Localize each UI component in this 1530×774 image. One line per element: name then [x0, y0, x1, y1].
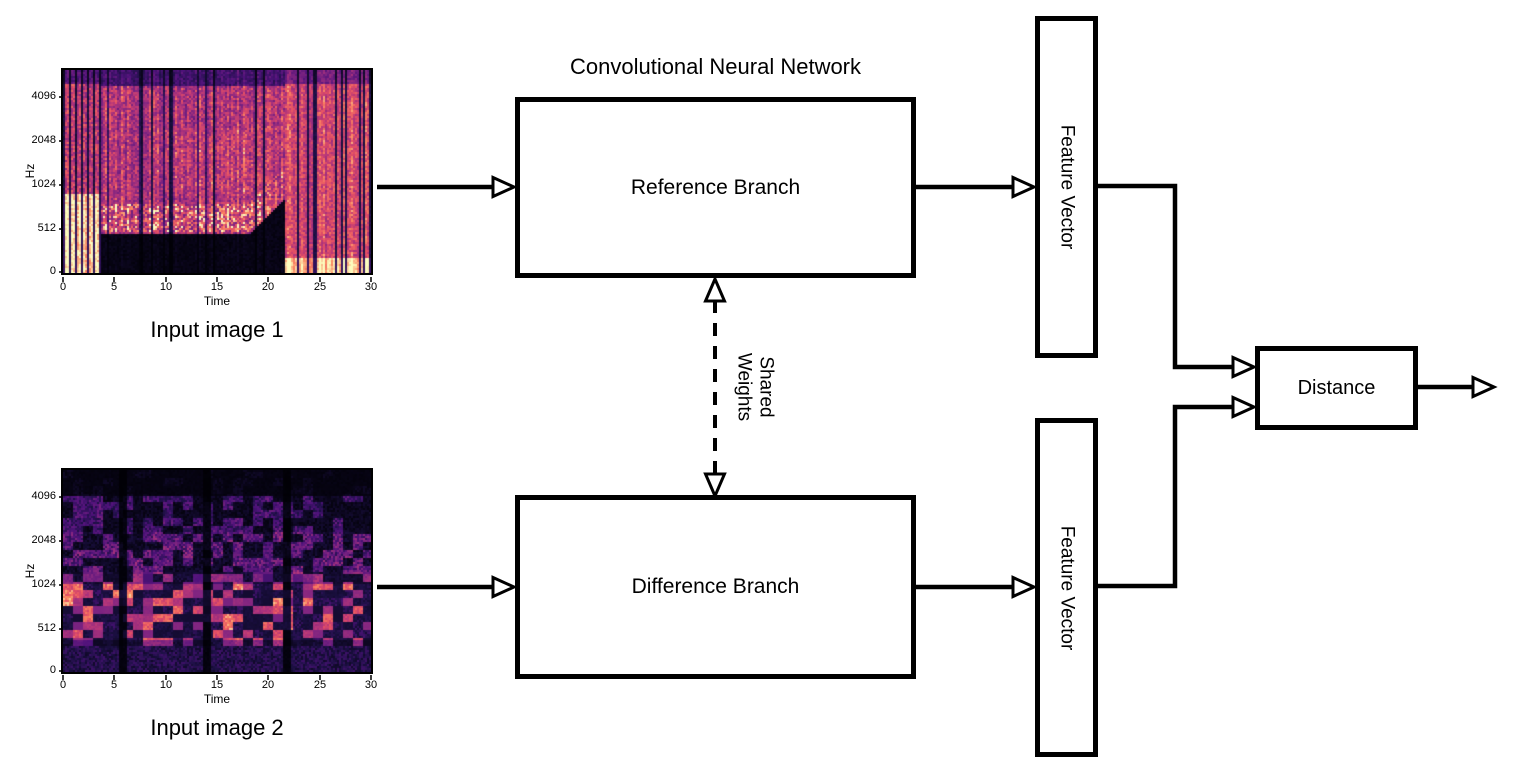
input-image-1-caption: Input image 1 [150, 317, 284, 342]
difference-branch-box: Difference Branch [515, 495, 916, 679]
y-tick-label: 512 [37, 622, 56, 634]
distance-box: Distance [1255, 346, 1418, 430]
y-tick-label: 4096 [31, 490, 56, 502]
x-tick-label: 10 [159, 679, 173, 691]
feature-vector-top-box: Feature Vector [1035, 16, 1098, 358]
spectrogram-1-plot [61, 68, 373, 275]
x-tick-label: 20 [261, 281, 275, 293]
y-tick-label: 2048 [31, 534, 56, 546]
x-tick-label: 5 [110, 679, 118, 691]
reference-branch-label: Reference Branch [630, 175, 801, 199]
arrowhead [1011, 175, 1038, 199]
x-tick-label: 0 [59, 679, 67, 691]
cnn-title: Convolutional Neural Network [569, 54, 862, 79]
x-tick-label: 15 [210, 281, 224, 293]
shared-weights-label: Shared Weights [732, 352, 777, 422]
y-tick-label: 2048 [31, 134, 56, 146]
arrowhead [1011, 575, 1038, 599]
spectrogram-2-plot [61, 468, 373, 674]
x-tick-label: 20 [261, 679, 275, 691]
arrowhead [491, 575, 518, 599]
shared-weights-line1: Shared [755, 356, 777, 418]
arrowhead-down [703, 472, 727, 500]
x-tick-label: 0 [59, 281, 67, 293]
arrowhead [1231, 395, 1258, 419]
x-tick-label: 25 [313, 679, 327, 691]
x-tick-label: 25 [313, 281, 327, 293]
x-tick-label: 15 [210, 679, 224, 691]
x-tick-label: 5 [110, 281, 118, 293]
shared-weights-line2: Weights [733, 352, 754, 422]
spectrogram-2-xlabel: Time [203, 692, 231, 706]
arrowhead-up [703, 275, 727, 303]
feature-vector-bottom-box: Feature Vector [1035, 418, 1098, 757]
feature-vector-bottom-label: Feature Vector [1056, 525, 1078, 650]
x-tick-label: 30 [364, 281, 378, 293]
spectrogram-1-image [63, 70, 371, 273]
arrowhead [1471, 375, 1498, 399]
arrow-featurevector-bottom-to-distance [1098, 404, 1232, 589]
input-image-2-caption: Input image 2 [150, 715, 284, 740]
spectrogram-2-image [63, 470, 371, 672]
reference-branch-box: Reference Branch [515, 97, 916, 278]
x-tick-label: 10 [159, 281, 173, 293]
arrowhead [1231, 355, 1258, 379]
x-tick-label: 30 [364, 679, 378, 691]
arrowhead [491, 175, 518, 199]
spectrogram-2-ylabel: Hz [23, 563, 37, 579]
arrow-featurevector-top-to-distance [1098, 183, 1232, 370]
distance-label: Distance [1297, 376, 1376, 399]
y-tick-label: 0 [49, 265, 56, 277]
y-tick-label: 1024 [31, 578, 56, 590]
spectrogram-1-ylabel: Hz [23, 163, 37, 179]
y-tick-label: 512 [37, 222, 56, 234]
y-tick-label: 0 [49, 664, 56, 676]
difference-branch-label: Difference Branch [631, 575, 800, 598]
spectrogram-1-xlabel: Time [203, 294, 231, 308]
feature-vector-top-label: Feature Vector [1056, 124, 1078, 250]
y-tick-label: 1024 [31, 178, 56, 190]
y-tick-label: 4096 [31, 90, 56, 102]
